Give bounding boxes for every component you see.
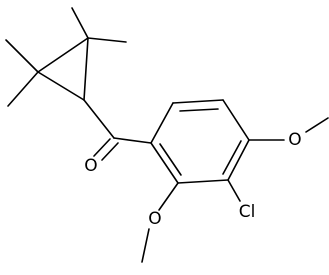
bond-cp-to-carbonyl — [83, 99, 115, 139]
chlorine-label: Cl — [239, 202, 256, 222]
ring-bond — [227, 139, 250, 181]
bond-oxygen-to-methyl — [141, 228, 150, 263]
methyl-bond — [87, 37, 127, 43]
bond-cp-bottom-left — [37, 71, 85, 101]
ring-inner-double-bond — [159, 143, 182, 176]
ring-bond — [222, 99, 250, 141]
bond-cp-right-bottom — [83, 37, 89, 101]
methoxy-oxygen-bottom-label: O — [148, 209, 161, 229]
chloro-substituent: Cl — [227, 179, 256, 222]
ring-bond — [150, 102, 174, 144]
methoxy-group-bottom: O — [141, 182, 179, 263]
bond-oxygen-to-methyl — [305, 117, 329, 133]
methyl-bond — [5, 39, 39, 73]
bond-ring-to-oxygen — [158, 182, 179, 211]
carbonyl-oxygen-label: O — [84, 156, 97, 176]
ring-bond — [177, 179, 229, 184]
ring-inner-double-bond — [179, 108, 219, 112]
methyl-bond — [71, 7, 89, 39]
ketone-group: O — [83, 99, 152, 176]
methyl-bond — [7, 71, 39, 107]
bond-ring-to-chlorine — [227, 179, 241, 202]
ring-bond — [150, 142, 179, 184]
ring-inner-double-bond — [222, 140, 242, 175]
methoxy-oxygen-top-label: O — [288, 130, 301, 150]
bond-carbonyl-to-ring — [113, 137, 152, 144]
ring-bond — [172, 99, 224, 104]
benzene-ring — [150, 99, 250, 184]
carbonyl-double-bond-b — [101, 142, 119, 161]
cyclopropane-methyls — [5, 7, 127, 107]
bond-cp-left-right — [37, 37, 89, 73]
carbonyl-double-bond-a — [93, 138, 111, 157]
cyclopropane-ring — [37, 37, 89, 101]
methoxy-group-top: O — [248, 117, 329, 150]
